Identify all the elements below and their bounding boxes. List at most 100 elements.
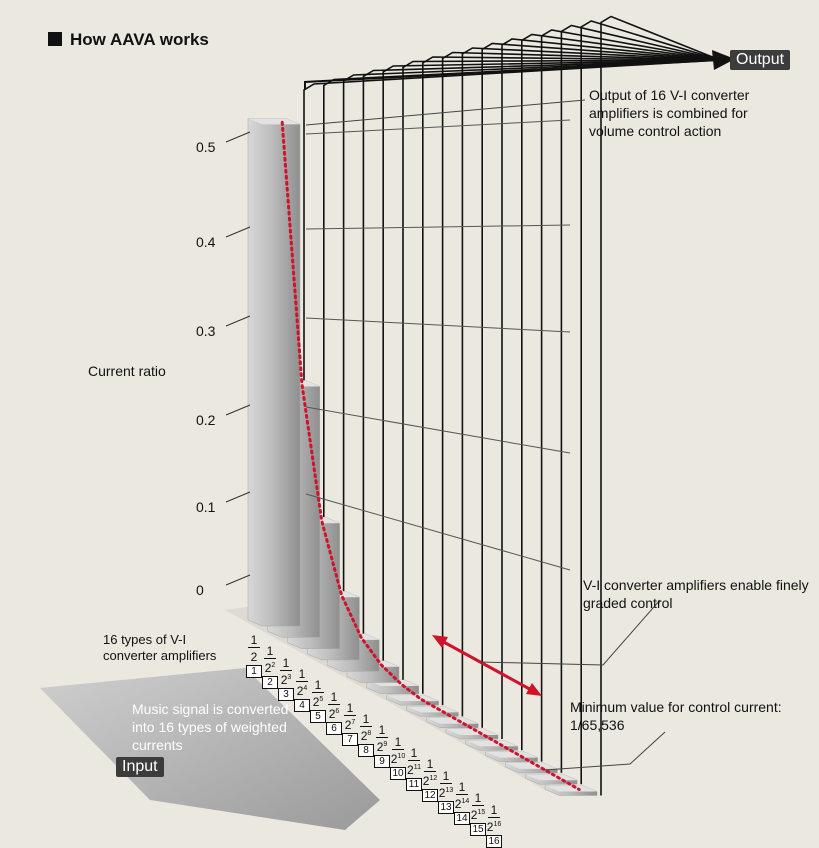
fraction-denominator: 28 (360, 729, 372, 744)
current-bar-top-16 (545, 785, 597, 792)
range-arrowhead-top (432, 635, 448, 648)
fraction-bar (360, 726, 372, 728)
fraction-numerator: 1 (394, 734, 402, 749)
fraction-bar (440, 782, 452, 784)
fraction-denominator: 22 (264, 661, 276, 676)
input-signal-shape (40, 668, 380, 830)
converter-output-line (441, 51, 721, 706)
amplifier-index: 14 (454, 811, 470, 825)
fraction-bar (296, 680, 308, 682)
amplifier-index: 4 (294, 698, 310, 712)
output-note: Output of 16 V-I converter amplifiers is… (589, 87, 750, 139)
fraction-bar (392, 748, 404, 750)
fraction-numerator: 1 (250, 633, 258, 647)
converter-output-line (402, 59, 721, 683)
fraction-numerator: 1 (346, 700, 354, 715)
amplifier-index: 7 (342, 732, 358, 746)
current-bar-top-15 (525, 774, 578, 781)
y-tick-mark (225, 491, 251, 503)
amplifier-index: 1 (246, 665, 262, 678)
types-note: 16 types of V-I converter amplifiers (103, 632, 217, 663)
input-label: Input (116, 757, 164, 777)
gridline (305, 317, 571, 333)
fraction-bar (424, 771, 436, 773)
current-bar-top-11 (446, 729, 498, 735)
fraction-bar (328, 703, 340, 705)
fraction-numerator: 1 (458, 779, 466, 794)
converter-output-line (342, 59, 721, 649)
graded-note: V-I converter amplifiers enable finely g… (583, 577, 809, 611)
page-title: How AAVA works (48, 31, 209, 49)
y-tick-label: 0.4 (196, 234, 216, 250)
current-bar-top-9 (406, 706, 459, 713)
fraction-bar (344, 714, 356, 716)
fraction-denominator: 29 (376, 740, 388, 755)
amplifier-index: 16 (486, 834, 502, 848)
y-tick-mark (225, 315, 251, 327)
y-tick-label: 0.2 (196, 412, 216, 428)
fraction-numerator: 1 (282, 655, 290, 670)
converter-output-line (580, 20, 721, 785)
fraction-numerator: 1 (314, 678, 322, 693)
graded-leader-line (479, 599, 661, 666)
fraction-numerator: 1 (426, 757, 434, 772)
current-bar-1 (247, 118, 301, 627)
amplifier-index: 5 (310, 710, 326, 724)
output-arrow (304, 59, 721, 90)
gridline (305, 493, 571, 571)
y-tick-mark (225, 574, 251, 586)
fraction-bar (376, 737, 388, 739)
amplifier-index: 9 (374, 755, 390, 769)
amplifier-index: 2 (262, 676, 278, 690)
converter-output-line (560, 24, 721, 773)
fraction-numerator: 1 (410, 746, 418, 760)
current-bar-top-10 (426, 717, 479, 724)
converter-output-line (303, 59, 721, 626)
converter-output-line (600, 15, 721, 796)
y-tick-label: 0.5 (196, 139, 216, 155)
amplifier-index: 10 (390, 766, 406, 780)
gridline (305, 224, 571, 230)
gridline (305, 406, 571, 454)
fraction-numerator: 1 (378, 723, 386, 738)
fraction-bar (472, 805, 484, 807)
fraction-denominator: 213 (438, 785, 454, 800)
fraction-bar (488, 816, 500, 818)
fraction-denominator: 215 (470, 808, 486, 823)
converter-output-line (362, 59, 721, 660)
converter-output-line (382, 59, 721, 672)
current-bar-top-1 (248, 118, 300, 125)
amplifier-index: 12 (422, 789, 438, 803)
fraction-numerator: 1 (298, 666, 306, 681)
fraction-bar (456, 793, 468, 795)
min-leader-line (544, 731, 666, 771)
fraction-denominator: 210 (390, 751, 406, 766)
amplifier-index: 11 (406, 778, 422, 791)
converter-output-line (481, 42, 721, 728)
y-tick-mark (225, 131, 251, 143)
fraction-denominator: 26 (328, 706, 340, 721)
min-note: Minimum value for control current: 1/65,… (570, 699, 782, 733)
fraction-numerator: 1 (474, 791, 482, 806)
converter-output-line (421, 56, 721, 694)
current-bar-top-12 (465, 740, 518, 747)
fraction-numerator: 1 (362, 712, 370, 727)
fraction-bar (312, 692, 324, 694)
current-bar-top-13 (485, 751, 538, 758)
fraction-denominator: 214 (454, 796, 470, 811)
amplifier-index: 6 (326, 721, 342, 735)
y-tick-label: 0.3 (196, 323, 216, 339)
y-tick-label: 0.1 (196, 499, 216, 515)
